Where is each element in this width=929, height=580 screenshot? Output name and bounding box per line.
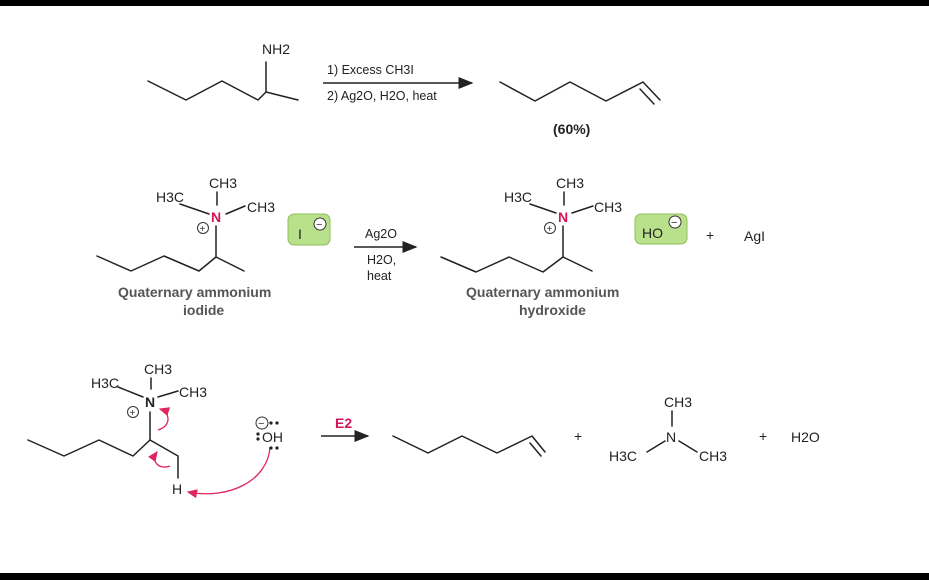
hexene-double-bond	[529, 442, 542, 457]
nitrogen-label-right: N	[558, 209, 568, 225]
hydroxide-label: HO	[642, 225, 663, 241]
nitrogen-label-e2: N	[145, 394, 155, 410]
nitrogen-label: N	[211, 209, 221, 225]
ch3-top-label-right: CH3	[556, 175, 584, 191]
caption-right-line1: Quaternary ammonium	[466, 284, 619, 300]
water-label: H2O	[791, 429, 820, 445]
n-ch3-right-bond	[225, 205, 246, 215]
reagent-step2: 2) Ag2O, H2O, heat	[327, 89, 437, 103]
tma-h3c-label: H3C	[609, 448, 637, 464]
agi-label: AgI	[744, 228, 765, 244]
ch3-top-label: CH3	[209, 175, 237, 191]
tma-ch3-right-label: CH3	[699, 448, 727, 464]
reaction-1: NH2 1) Excess CH3I 2) Ag2O, H2O, heat (6…	[147, 41, 661, 137]
reagent-h2o: H2O,	[367, 253, 396, 267]
e2-label: E2	[335, 415, 352, 431]
n-h3c-bond	[179, 203, 210, 215]
n-h3c-bond-e2	[117, 386, 144, 398]
hydroxide-oh-label: OH	[262, 429, 283, 445]
1-hexene-skeleton	[499, 81, 661, 102]
plus-sign: +	[706, 227, 714, 243]
n-ch3-right-bond-right	[571, 205, 594, 214]
tma-n-ch3-right-bond	[678, 440, 698, 453]
top-border	[0, 0, 929, 6]
beta-hydrogen-label: H	[172, 481, 182, 497]
negative-charge-icon-right	[668, 215, 682, 229]
positive-charge-icon	[197, 222, 209, 234]
minus-charge: −	[316, 219, 322, 231]
hexyl-chain-right	[440, 256, 593, 273]
caption-left-line1: Quaternary ammonium	[118, 284, 271, 300]
caption-right-line2: hydroxide	[519, 302, 586, 318]
positive-charge-icon-e2	[127, 406, 139, 418]
lone-pair-dots	[256, 421, 279, 450]
reagent-heat: heat	[367, 269, 392, 283]
nh2-label: NH2	[262, 41, 290, 57]
yield-label: (60%)	[553, 121, 590, 137]
tma-ch3-top-label: CH3	[664, 394, 692, 410]
h3c-label-right: H3C	[504, 189, 532, 205]
caption-left-line2: iodide	[183, 302, 224, 318]
plus-sign-2: +	[759, 428, 767, 444]
ch3-top-label-e2: CH3	[144, 361, 172, 377]
bottom-border	[0, 573, 929, 580]
plus-charge-e2: +	[130, 408, 136, 419]
minus-charge-oh: −	[258, 418, 264, 430]
iodide-counterion-box	[287, 213, 331, 246]
reagent-step1: 1) Excess CH3I	[327, 63, 414, 77]
curly-arrow-cn-bond	[157, 407, 171, 431]
tma-n-h3c-bond	[646, 440, 666, 453]
reaction-2: CH3 H3C N CH3 + I − Ag2O H2O, heat Quate…	[96, 175, 765, 318]
hexyl-chain-e2	[27, 439, 179, 479]
minus-charge-right: −	[671, 217, 677, 229]
h3c-label-e2: H3C	[91, 375, 119, 391]
h3c-label: H3C	[156, 189, 184, 205]
n-ch3-right-bond-e2	[157, 390, 179, 398]
iodide-label: I	[298, 226, 302, 242]
double-bond-line	[639, 88, 655, 105]
reaction-3: CH3 H3C N CH3 + H − OH E2 + CH3 N H3C	[27, 361, 820, 499]
curly-arrow-ch-bond	[148, 450, 171, 468]
2-aminohexane-skeleton	[147, 80, 299, 101]
ch3-right-label-right: CH3	[594, 199, 622, 215]
hexene-product-skeleton	[392, 435, 546, 454]
curly-arrow-hydroxide	[186, 446, 271, 499]
plus-sign-1: +	[574, 428, 582, 444]
n-h3c-bond-right	[529, 203, 557, 214]
reagent-ag2o: Ag2O	[365, 227, 397, 241]
ch3-right-label: CH3	[247, 199, 275, 215]
ch3-right-label-e2: CH3	[179, 384, 207, 400]
negative-charge-icon-oh	[255, 416, 269, 430]
plus-charge-right: +	[547, 224, 553, 235]
plus-charge: +	[200, 224, 206, 235]
positive-charge-icon-right	[544, 222, 556, 234]
hexyl-chain-left	[96, 255, 245, 272]
tma-nitrogen-label: N	[666, 429, 676, 445]
negative-charge-icon	[313, 217, 327, 231]
